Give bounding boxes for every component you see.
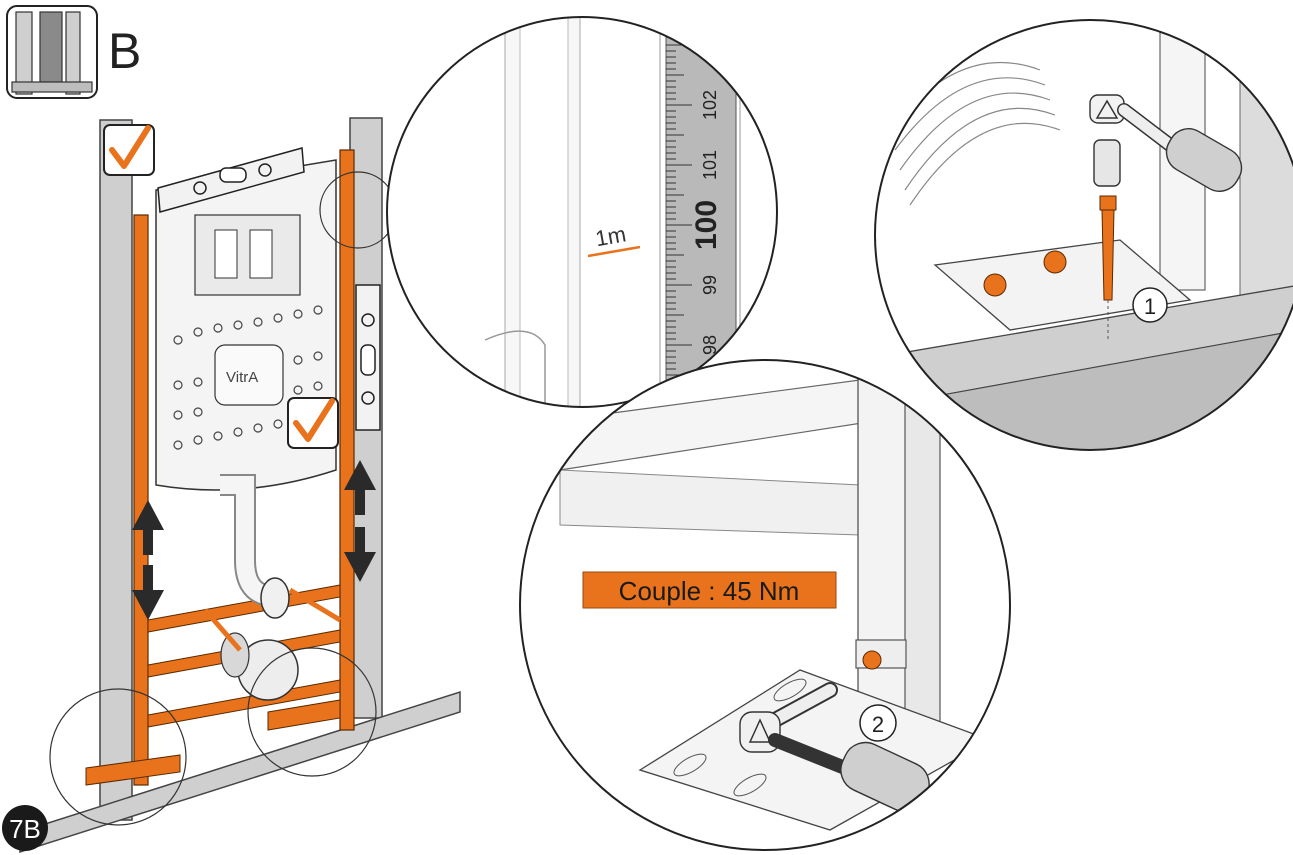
callout-1: 1 (1132, 287, 1168, 323)
tape-strip (665, 17, 737, 407)
tape-tick-label: 99 (700, 275, 720, 295)
detail-marker-right-foot (247, 647, 377, 777)
detail-tape-measure: 103102101100999897 (386, 16, 778, 408)
tape-tick-label: 101 (700, 150, 720, 180)
installation-frame (19, 117, 461, 854)
tape-tick-label: 102 (700, 90, 720, 120)
tape-tick-label: 103 (700, 30, 720, 60)
detail-marker-left-foot (49, 688, 187, 826)
torque-note: Couple : 45 Nm (582, 571, 837, 609)
brand-logo: VitrA (226, 369, 258, 386)
up-down-arrow-icon (344, 460, 376, 582)
variant-icon (6, 5, 98, 99)
svg-text:2: 2 (872, 712, 884, 737)
variant-letter: B (108, 23, 141, 79)
check-mark-icon (287, 397, 339, 449)
tape-tick-label: 100 (690, 200, 723, 250)
svg-text:1: 1 (1144, 294, 1156, 319)
up-down-arrow-icon (132, 500, 164, 620)
detail-screw-fixing (874, 19, 1293, 451)
measure-mark: 1m (593, 221, 627, 251)
step-badge-label: 7B (9, 814, 41, 844)
step-badge (2, 805, 48, 851)
torque-note-label: Couple : 45 Nm (619, 576, 800, 606)
tape-tick-label: 98 (700, 335, 720, 355)
check-mark-icon (103, 124, 155, 176)
callout-2: 2 (859, 704, 897, 742)
